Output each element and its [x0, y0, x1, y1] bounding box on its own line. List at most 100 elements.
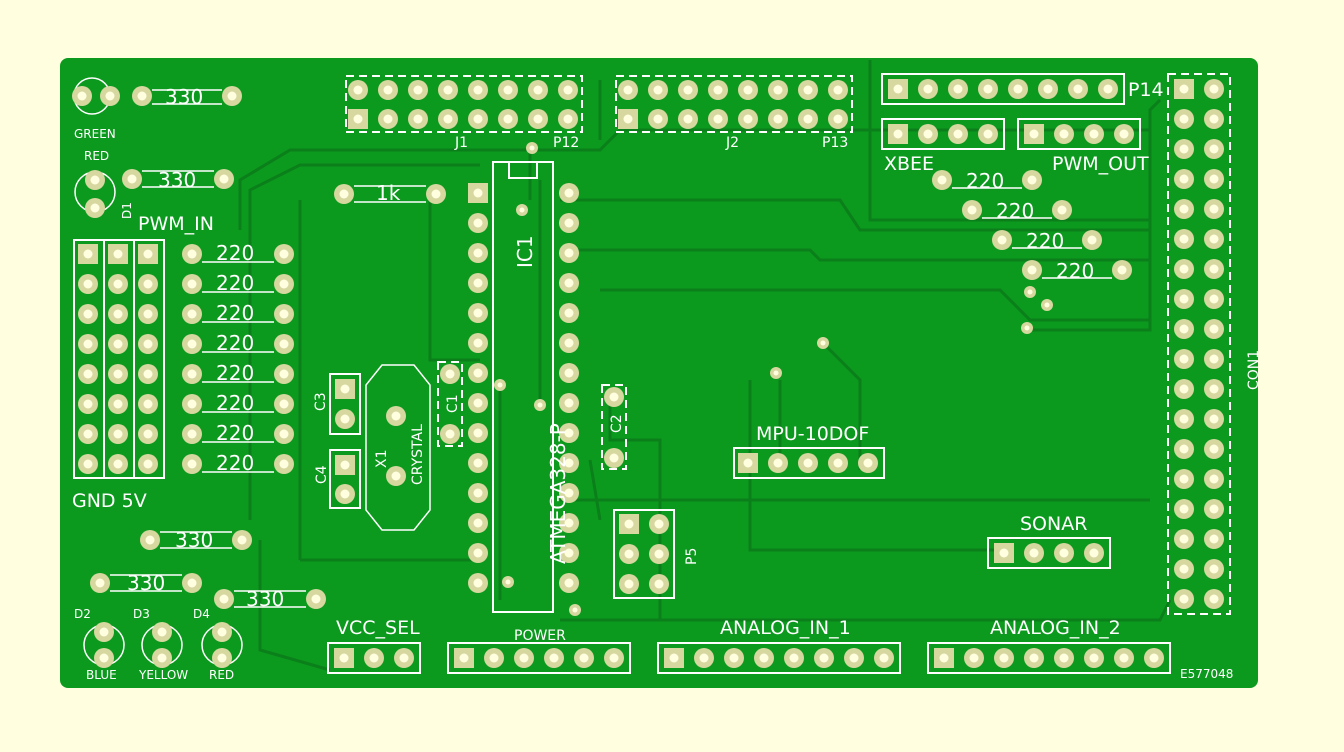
- pad: [1204, 589, 1224, 609]
- resistor-220-3-value: 220: [216, 301, 254, 325]
- led-red-top: RED D1: [74, 149, 134, 219]
- capacitor-c1: C1: [437, 361, 463, 447]
- xbee-label: XBEE: [884, 153, 934, 175]
- resistor-330-d: 330: [90, 571, 202, 595]
- led-red-bottom-label: RED: [209, 668, 234, 682]
- vcc-sel-header: VCC_SEL: [327, 617, 421, 674]
- c3-label: C3: [313, 392, 329, 411]
- pad: [1174, 109, 1194, 129]
- pad: [1174, 379, 1194, 399]
- pad: [1204, 139, 1224, 159]
- pad: [468, 363, 488, 383]
- pad: [559, 273, 579, 293]
- p5-label: P5: [684, 548, 700, 565]
- pad: [1174, 499, 1194, 519]
- resistor-330-c: 330: [140, 528, 252, 552]
- capacitor-c4: C4: [314, 449, 361, 509]
- pad: [468, 513, 488, 533]
- board-id: E577048: [1180, 667, 1233, 681]
- pad: [559, 333, 579, 353]
- pad: [1174, 79, 1194, 99]
- pwm-in-label: PWM_IN: [138, 213, 214, 235]
- mpu-label: MPU-10DOF: [756, 423, 869, 445]
- led-red-bottom: D4 RED: [193, 607, 243, 682]
- resistor-220-1: 220: [182, 241, 294, 265]
- pad: [1174, 229, 1194, 249]
- led-green: GREEN: [72, 77, 120, 141]
- pad: [559, 213, 579, 233]
- resistor-330-b-value: 330: [158, 168, 196, 192]
- resistor-220-6: 220: [182, 391, 294, 415]
- resistor-330-d-value: 330: [127, 571, 165, 595]
- capacitor-c3: C3: [313, 373, 361, 435]
- resistor-220-r4: 220: [1022, 259, 1132, 283]
- resistor-220-column: 220 220 220 220 220 220 220 220: [182, 241, 294, 475]
- resistor-330-c-value: 330: [175, 528, 213, 552]
- pad: [1204, 199, 1224, 219]
- pad: [1174, 289, 1194, 309]
- pad: [1204, 229, 1224, 249]
- ic1-label: IC1: [513, 235, 537, 268]
- pad: [468, 573, 488, 593]
- resistor-220-5: 220: [182, 361, 294, 385]
- led-green-label: GREEN: [74, 127, 116, 141]
- pad: [1204, 439, 1224, 459]
- pad: [1174, 559, 1194, 579]
- resistor-220-r4-value: 220: [1056, 259, 1094, 283]
- j1-header: J1 P12: [345, 75, 583, 151]
- analog-in-1-label: ANALOG_IN_1: [720, 617, 851, 639]
- pad: [1204, 319, 1224, 339]
- resistor-330-e: 330: [214, 587, 326, 611]
- resistor-220-8: 220: [182, 451, 294, 475]
- analog-in-2-label: ANALOG_IN_2: [990, 617, 1121, 639]
- pad: [1204, 259, 1224, 279]
- pad: [1174, 349, 1194, 369]
- pad: [1204, 409, 1224, 429]
- pad: [468, 303, 488, 323]
- resistor-220-r2: 220: [962, 199, 1072, 223]
- resistor-220-4-value: 220: [216, 331, 254, 355]
- pad: [1174, 469, 1194, 489]
- resistor-220-5-value: 220: [216, 361, 254, 385]
- c2-label: C2: [609, 414, 625, 433]
- p5-header: P5: [613, 509, 700, 599]
- pad: [1204, 169, 1224, 189]
- sonar-label: SONAR: [1020, 513, 1087, 535]
- led-yellow: D3 YELLOW: [133, 607, 188, 682]
- resistor-220-4: 220: [182, 331, 294, 355]
- pad: [559, 393, 579, 413]
- led-blue: D2 BLUE: [74, 607, 125, 682]
- p14-header: P14: [881, 73, 1164, 105]
- pad: [468, 453, 488, 473]
- pad: [1204, 289, 1224, 309]
- sonar-header: SONAR: [987, 513, 1111, 569]
- resistor-220-6-value: 220: [216, 391, 254, 415]
- vcc-sel-label: VCC_SEL: [336, 617, 420, 639]
- resistor-330-a: 330: [132, 85, 242, 109]
- resistor-220-2: 220: [182, 271, 294, 295]
- pwm-out-label: PWM_OUT: [1052, 153, 1149, 175]
- d4-label: D4: [193, 607, 210, 621]
- pad: [1174, 439, 1194, 459]
- con1-label: CON1: [1246, 350, 1262, 390]
- pad: [559, 303, 579, 323]
- c4-label: C4: [314, 465, 330, 484]
- pad: [1204, 529, 1224, 549]
- crystal-label: CRYSTAL: [410, 424, 426, 485]
- p14-label: P14: [1128, 79, 1164, 101]
- power-label: POWER: [514, 628, 566, 644]
- pad: [1174, 169, 1194, 189]
- p13-label: P13: [822, 135, 848, 151]
- resistor-220-r3: 220: [992, 229, 1102, 253]
- crystal-x1: X1 CRYSTAL: [365, 364, 431, 531]
- board-outline: [60, 58, 1258, 688]
- pad: [1174, 409, 1194, 429]
- pad: [468, 243, 488, 263]
- resistor-330-e-value: 330: [246, 587, 284, 611]
- analog-in-1-header: ANALOG_IN_1: [657, 617, 901, 674]
- xbee-header: XBEE: [881, 118, 1005, 175]
- d1-label: D1: [120, 202, 134, 219]
- analog-in-2-header: ANALOG_IN_2: [927, 617, 1171, 674]
